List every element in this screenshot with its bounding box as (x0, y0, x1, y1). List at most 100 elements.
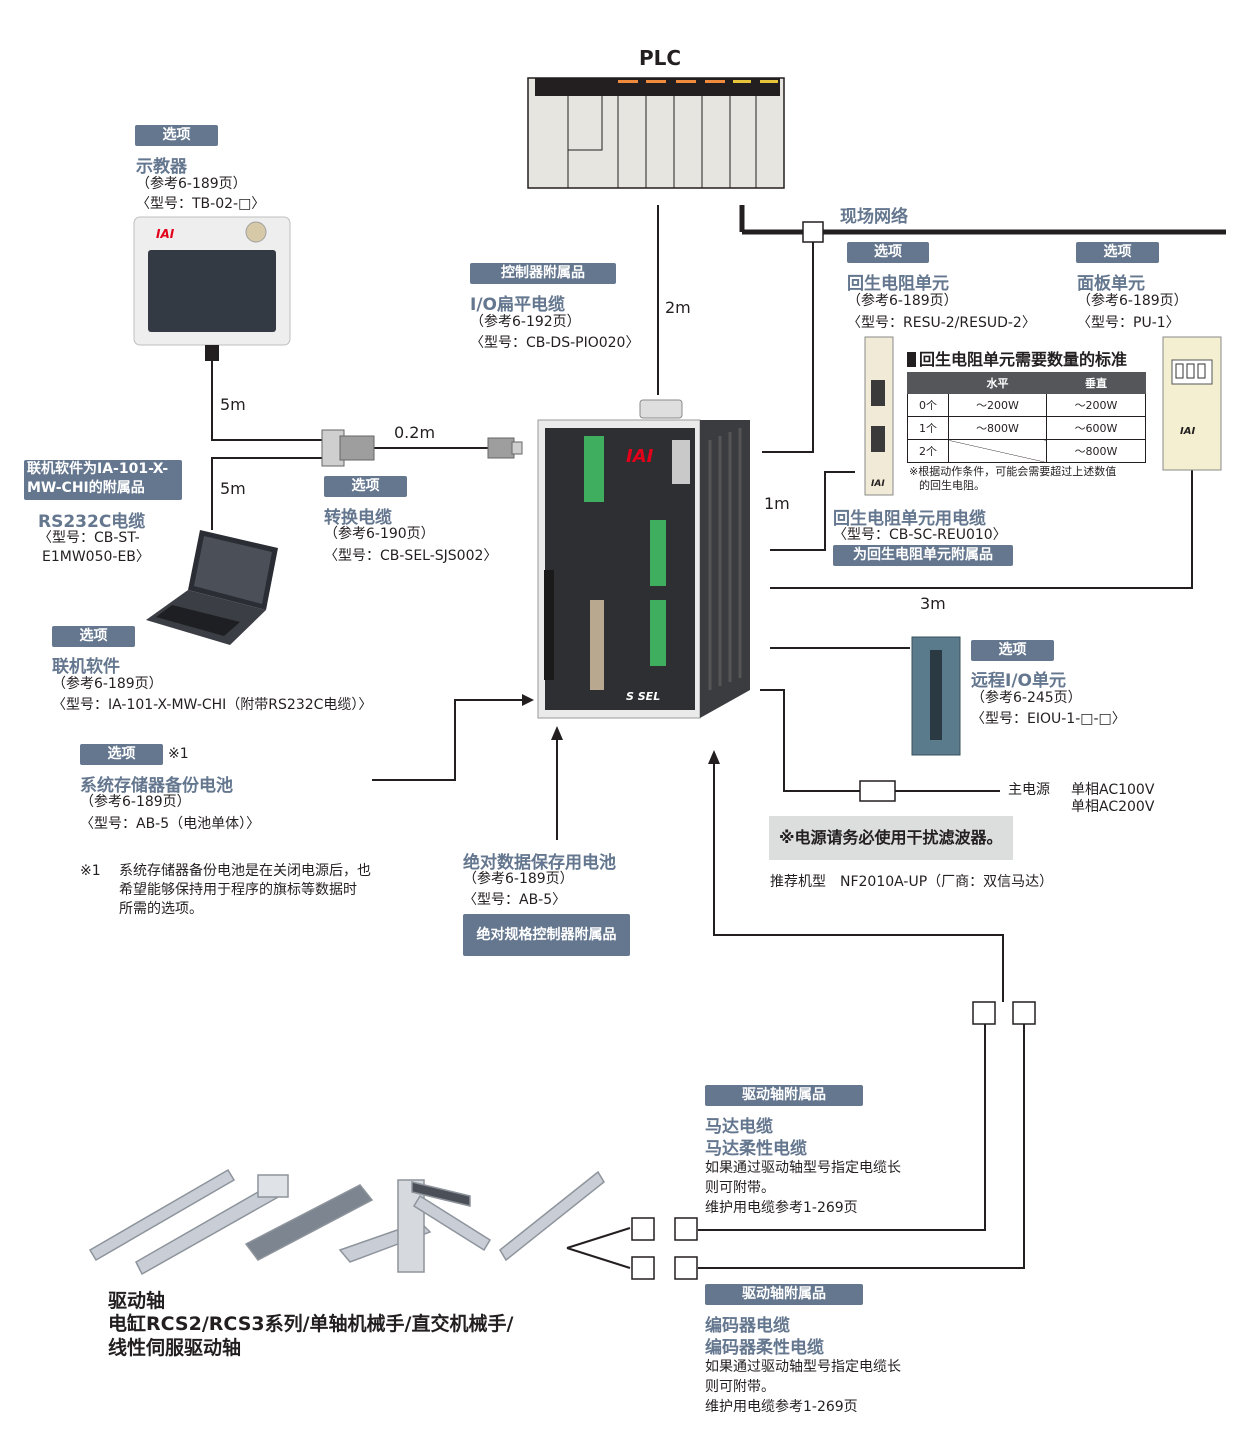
battery-abs-badge: 绝对规格控制器附属品 (463, 914, 630, 956)
table-cell: ～600W (1046, 416, 1146, 440)
convert-title: 转换电缆 (324, 508, 392, 528)
regen-cable-model: 〈型号：CB-SC-REU010〉 (833, 527, 1007, 543)
power-label: 主电源 (1008, 782, 1050, 798)
actuators-illustration (88, 1168, 605, 1276)
regen-cable-badge: 为回生电阻单元附属品 (833, 545, 1013, 566)
encoder-cable-title-2: 编码器柔性电缆 (705, 1338, 824, 1358)
table-cell-diagonal (948, 439, 1047, 463)
table-cell: 2个 (907, 439, 949, 463)
panel-model: 〈型号：PU-1〉 (1077, 315, 1180, 331)
software-option-badge: 选项 (52, 626, 135, 647)
regen-table-note-1: ※根据动作条件，可能会需要超过上述数值 (909, 465, 1117, 478)
motor-cable-badge: 驱动轴附属品 (705, 1085, 863, 1106)
plc-label: PLC (639, 46, 682, 70)
regen-ref: （参考6-189页） (847, 293, 958, 309)
power-filter-note: ※电源请务必使用干扰滤波器。 (769, 816, 1013, 860)
software-ref: （参考6-189页） (52, 676, 163, 692)
power-recommend: 推荐机型 NF2010A-UP（厂商：双信马达） (770, 874, 1054, 890)
remote-io-ref: （参考6-245页） (971, 690, 1082, 706)
motor-cable-title-2: 马达柔性电缆 (705, 1139, 807, 1159)
svg-text:IAI: IAI (1180, 426, 1195, 437)
teach-option-badge: 选项 (135, 125, 218, 146)
motor-cable-line-1: 如果通过驱动轴型号指定电缆长 (705, 1160, 901, 1176)
table-row: 1个 ～800W ～600W (907, 416, 1146, 440)
length-2m: 2m (665, 298, 691, 317)
encoder-cable-line-1: 如果通过驱动轴型号指定电缆长 (705, 1359, 901, 1375)
power-voltage-1: 单相AC100V (1071, 782, 1155, 798)
plc-rack-illustration (527, 77, 785, 189)
teach-ref: （参考6-189页） (136, 176, 247, 192)
table-row: 水平 垂直 (907, 372, 1146, 394)
regen-option-badge: 选项 (847, 242, 929, 263)
svg-text:S SEL: S SEL (626, 690, 660, 703)
battery-sys-model: 〈型号：AB-5（电池单体）〉 (80, 816, 261, 832)
rs232-badge: 联机软件为IA-101-X-MW-CHI的附属品 (24, 460, 182, 500)
remote-io-option-badge: 选项 (971, 640, 1054, 661)
battery-abs-ref: （参考6-189页） (463, 871, 574, 887)
motor-cable-title-1: 马达电缆 (705, 1117, 773, 1137)
battery-sys-ref: （参考6-189页） (80, 794, 191, 810)
remote-io-illustration (911, 636, 961, 756)
regen-table: 水平 垂直 0个 ～200W ～200W 1个 ～800W ～600W 2个 ～… (907, 372, 1146, 463)
panel-ref: （参考6-189页） (1077, 293, 1188, 309)
battery-sys-option-badge: 选项 (80, 744, 163, 765)
software-model: 〈型号：IA-101-X-MW-CHI（附带RS232C电缆）〉 (52, 697, 373, 713)
length-5m-laptop: 5m (220, 479, 246, 498)
table-cell: 1个 (907, 416, 949, 440)
svg-text:IAI: IAI (871, 479, 885, 489)
footnote-line-1: 系统存储器备份电池是在关闭电源后，也 (119, 863, 371, 879)
rs232-model-1: 〈型号：CB-ST- (38, 530, 140, 546)
table-header: 水平 (948, 372, 1047, 394)
io-cable-badge: 控制器附属品 (470, 263, 616, 284)
table-header: 垂直 (1046, 372, 1146, 394)
square-bullet-icon (907, 352, 916, 367)
table-row: 0个 ～200W ～200W (907, 393, 1146, 417)
battery-abs-model: 〈型号：AB-5〉 (463, 892, 567, 908)
field-network-label: 现场网络 (840, 207, 908, 227)
regen-title: 回生电阻单元 (847, 274, 949, 294)
convert-model: 〈型号：CB-SEL-SJS002〉 (324, 548, 498, 564)
encoder-cable-title-1: 编码器电缆 (705, 1316, 790, 1336)
panel-title: 面板单元 (1077, 274, 1145, 294)
regen-unit-illustration: IAI (864, 336, 894, 496)
software-title: 联机软件 (52, 657, 120, 677)
teach-pendant-illustration: IAI (133, 216, 291, 361)
motor-cable-line-2: 则可附带。 (705, 1180, 775, 1196)
drive-title-3: 线性伺服驱动轴 (108, 1337, 242, 1359)
io-cable-title: I/O扁平电缆 (470, 295, 565, 315)
laptop-illustration (146, 530, 278, 645)
battery-sys-title: 系统存储器备份电池 (80, 776, 233, 796)
controller-illustration: IAI S SEL (537, 399, 750, 719)
teach-title: 示教器 (136, 157, 187, 177)
length-5m-teach: 5m (220, 395, 246, 414)
encoder-cable-line-2: 则可附带。 (705, 1379, 775, 1395)
table-cell: ～800W (1046, 439, 1146, 463)
io-cable-ref: （参考6-192页） (470, 314, 581, 330)
footnote-line-2: 希望能够保持用于程序的旗标等数据时 (119, 882, 357, 898)
table-cell: ～200W (1046, 393, 1146, 417)
rs232-title: RS232C电缆 (38, 512, 146, 532)
power-voltage-2: 单相AC200V (1071, 799, 1155, 815)
panel-unit-illustration: IAI (1162, 336, 1222, 471)
remote-io-model: 〈型号：EIOU-1-□-□〉 (971, 711, 1126, 727)
teach-model: 〈型号：TB-02-□〉 (136, 196, 266, 212)
battery-sys-mark: ※1 (168, 746, 189, 762)
regen-cable-title: 回生电阻单元用电缆 (833, 509, 986, 529)
length-3m: 3m (920, 594, 946, 613)
convert-option-badge: 选项 (324, 476, 407, 497)
convert-ref: （参考6-190页） (324, 526, 435, 542)
regen-table-note-2: 的回生电阻。 (919, 479, 985, 492)
motor-cable-line-3: 维护用电缆参考1-269页 (705, 1200, 858, 1216)
drive-title-2: 电缸RCS2/RCS3系列/单轴机械手/直交机械手/ (108, 1313, 514, 1335)
table-cell: ～800W (948, 416, 1047, 440)
regen-table-title: 回生电阻单元需要数量的标准 (907, 346, 1127, 370)
battery-abs-title: 绝对数据保存用电池 (463, 853, 616, 873)
table-row: 2个 ～800W (907, 439, 1146, 463)
drive-title-1: 驱动轴 (108, 1290, 166, 1312)
svg-text:IAI: IAI (156, 227, 175, 241)
encoder-cable-badge: 驱动轴附属品 (705, 1284, 863, 1305)
length-0-2m: 0.2m (394, 423, 436, 442)
remote-io-title: 远程I/O单元 (971, 671, 1066, 691)
svg-text:IAI: IAI (626, 446, 654, 467)
regen-model: 〈型号：RESU-2/RESUD-2〉 (847, 315, 1036, 331)
